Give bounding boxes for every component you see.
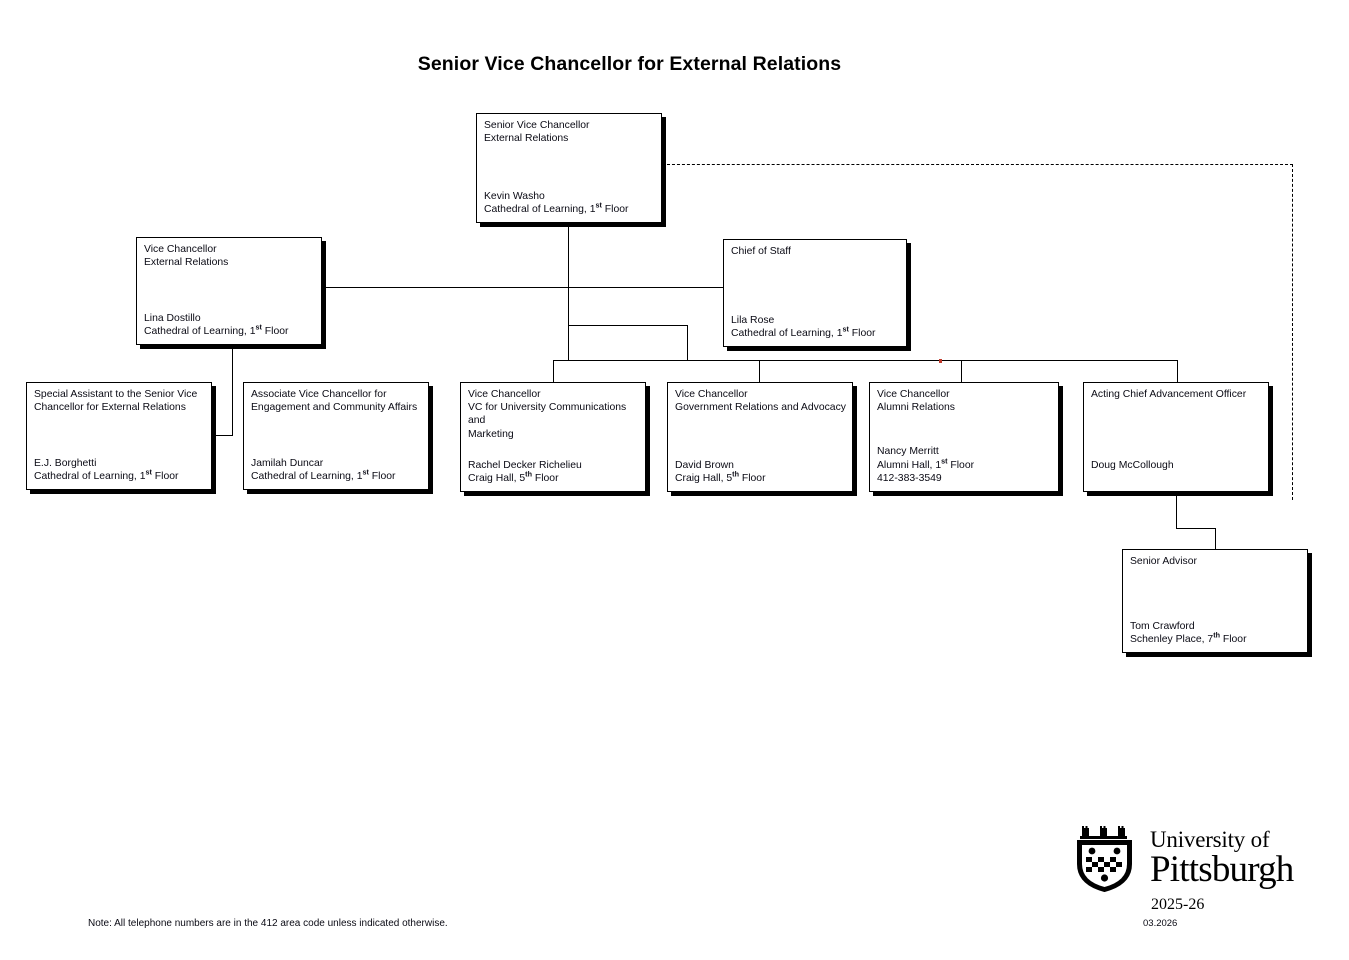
logo-line-university: University of	[1150, 827, 1270, 852]
connector-svc-jog-down	[687, 325, 689, 361]
dashed-connector-vertical	[1292, 164, 1293, 500]
node-location-post: Floor	[368, 470, 396, 482]
node-location-post: Floor	[261, 325, 289, 337]
node-person-name: Kevin Washo	[484, 190, 545, 202]
node-person-name: Nancy Merritt	[877, 446, 939, 458]
page-title-text: Senior Vice Chancellor for External Rela…	[417, 53, 842, 75]
dashed-connector-horizontal	[662, 164, 1293, 165]
node-phone: 412-383-3549	[877, 472, 942, 484]
revision-date: 03.2026	[1143, 918, 1178, 929]
node-vc-university-communications[interactable]: Vice Chancellor VC for University Commun…	[460, 382, 646, 492]
node-special-assistant[interactable]: Special Assistant to the Senior Vice Cha…	[26, 382, 212, 490]
node-person-name: Rachel Decker Richelieu	[468, 459, 582, 471]
node-person-name: Lina Dostillo	[144, 312, 201, 324]
connector-cao-to-advisor	[1215, 528, 1217, 550]
node-person-name: Jamilah Duncar	[251, 457, 324, 469]
node-location-pre: Cathedral of Learning, 1	[731, 327, 843, 339]
node-location-pre: Craig Hall, 5	[468, 472, 526, 484]
node-senior-vice-chancellor[interactable]: Senior Vice Chancellor External Relation…	[476, 113, 662, 223]
node-location-ordinal: st	[595, 200, 602, 210]
node-person-name: E.J. Borghetti	[34, 457, 97, 469]
university-logo: University of Pittsburgh 2025-26	[1075, 826, 1307, 913]
node-person: Doug McCollough	[1091, 459, 1264, 472]
logo-academic-year: 2025-26	[1151, 896, 1205, 913]
node-title: Vice Chancellor Alumni Relations	[877, 389, 955, 414]
connector-drop-government	[759, 360, 761, 382]
connector-vcext-to-specasst	[211, 435, 233, 437]
pitt-shield-crest-icon	[1077, 826, 1132, 892]
node-associate-vice-chancellor-engagement[interactable]: Associate Vice Chancellor for Engagement…	[243, 382, 429, 490]
node-vice-chancellor-external-relations[interactable]: Vice Chancellor External Relations Lina …	[136, 237, 322, 345]
node-location-post: Floor	[947, 459, 975, 471]
connector-cao-down	[1176, 493, 1178, 529]
node-location-ordinal: st	[145, 467, 152, 477]
node-title: Senior Advisor	[1130, 556, 1197, 567]
node-title: Vice Chancellor External Relations	[144, 244, 229, 269]
connector-cao-jog	[1176, 528, 1216, 530]
node-location-post: Floor	[531, 472, 559, 484]
node-title: Associate Vice Chancellor for Engagement…	[251, 389, 418, 414]
red-marker-dot	[939, 359, 942, 363]
node-location-post: Floor	[151, 470, 179, 482]
connector-vcext-down	[232, 345, 234, 436]
node-person-name: Tom Crawford	[1130, 620, 1195, 632]
node-location-ordinal: th	[525, 469, 532, 479]
node-location-pre: Cathedral of Learning, 1	[251, 470, 363, 482]
page-title: Senior Vice Chancellor for External Rela…	[0, 53, 1349, 76]
connector-svc-jog	[568, 325, 688, 327]
node-location-pre: Alumni Hall, 1	[877, 459, 942, 471]
node-location-ordinal: st	[362, 467, 369, 477]
connector-drop-communications	[553, 360, 555, 382]
node-person-name: David Brown	[675, 459, 734, 471]
node-location-post: Floor	[848, 327, 876, 339]
node-location-pre: Craig Hall, 5	[675, 472, 733, 484]
connector-svc-down	[568, 222, 570, 360]
node-acting-chief-advancement-officer[interactable]: Acting Chief Advancement Officer Doug Mc…	[1083, 382, 1269, 492]
node-title: Senior Vice Chancellor External Relation…	[484, 120, 590, 145]
node-location-ordinal: th	[732, 469, 739, 479]
connector-vc-to-cos	[322, 287, 723, 289]
node-location-ordinal: st	[255, 322, 262, 332]
footer-note: Note: All telephone numbers are in the 4…	[88, 918, 448, 929]
logo-wordmark: University of Pittsburgh	[1150, 827, 1294, 890]
connector-drop-alumni	[961, 360, 963, 382]
node-vc-government-relations[interactable]: Vice Chancellor Government Relations and…	[667, 382, 853, 492]
node-location-pre: Cathedral of Learning, 1	[34, 470, 146, 482]
node-location-post: Floor	[1219, 633, 1247, 645]
node-location-post: Floor	[738, 472, 766, 484]
connector-drop-advancement	[1177, 360, 1179, 382]
node-location-post: Floor	[601, 203, 629, 215]
node-location-pre: Cathedral of Learning, 1	[144, 325, 256, 337]
node-title: Special Assistant to the Senior Vice Cha…	[34, 389, 198, 414]
node-title: Acting Chief Advancement Officer	[1091, 389, 1247, 400]
node-vc-alumni-relations[interactable]: Vice Chancellor Alumni Relations Nancy M…	[869, 382, 1059, 492]
node-title: Chief of Staff	[731, 246, 791, 257]
node-person-name: Lila Rose	[731, 314, 775, 326]
node-person-name: Doug McCollough	[1091, 459, 1174, 471]
node-title: Vice Chancellor VC for University Commun…	[468, 389, 627, 440]
node-location-pre: Schenley Place, 7	[1130, 633, 1214, 645]
connector-row2-bus	[553, 360, 1178, 362]
logo-line-pittsburgh: Pittsburgh	[1150, 849, 1294, 890]
node-location-pre: Cathedral of Learning, 1	[484, 203, 596, 215]
node-location-ordinal: th	[1213, 630, 1220, 640]
node-title: Vice Chancellor Government Relations and…	[675, 389, 846, 414]
node-location-ordinal: st	[941, 456, 948, 466]
node-location-ordinal: st	[842, 324, 849, 334]
